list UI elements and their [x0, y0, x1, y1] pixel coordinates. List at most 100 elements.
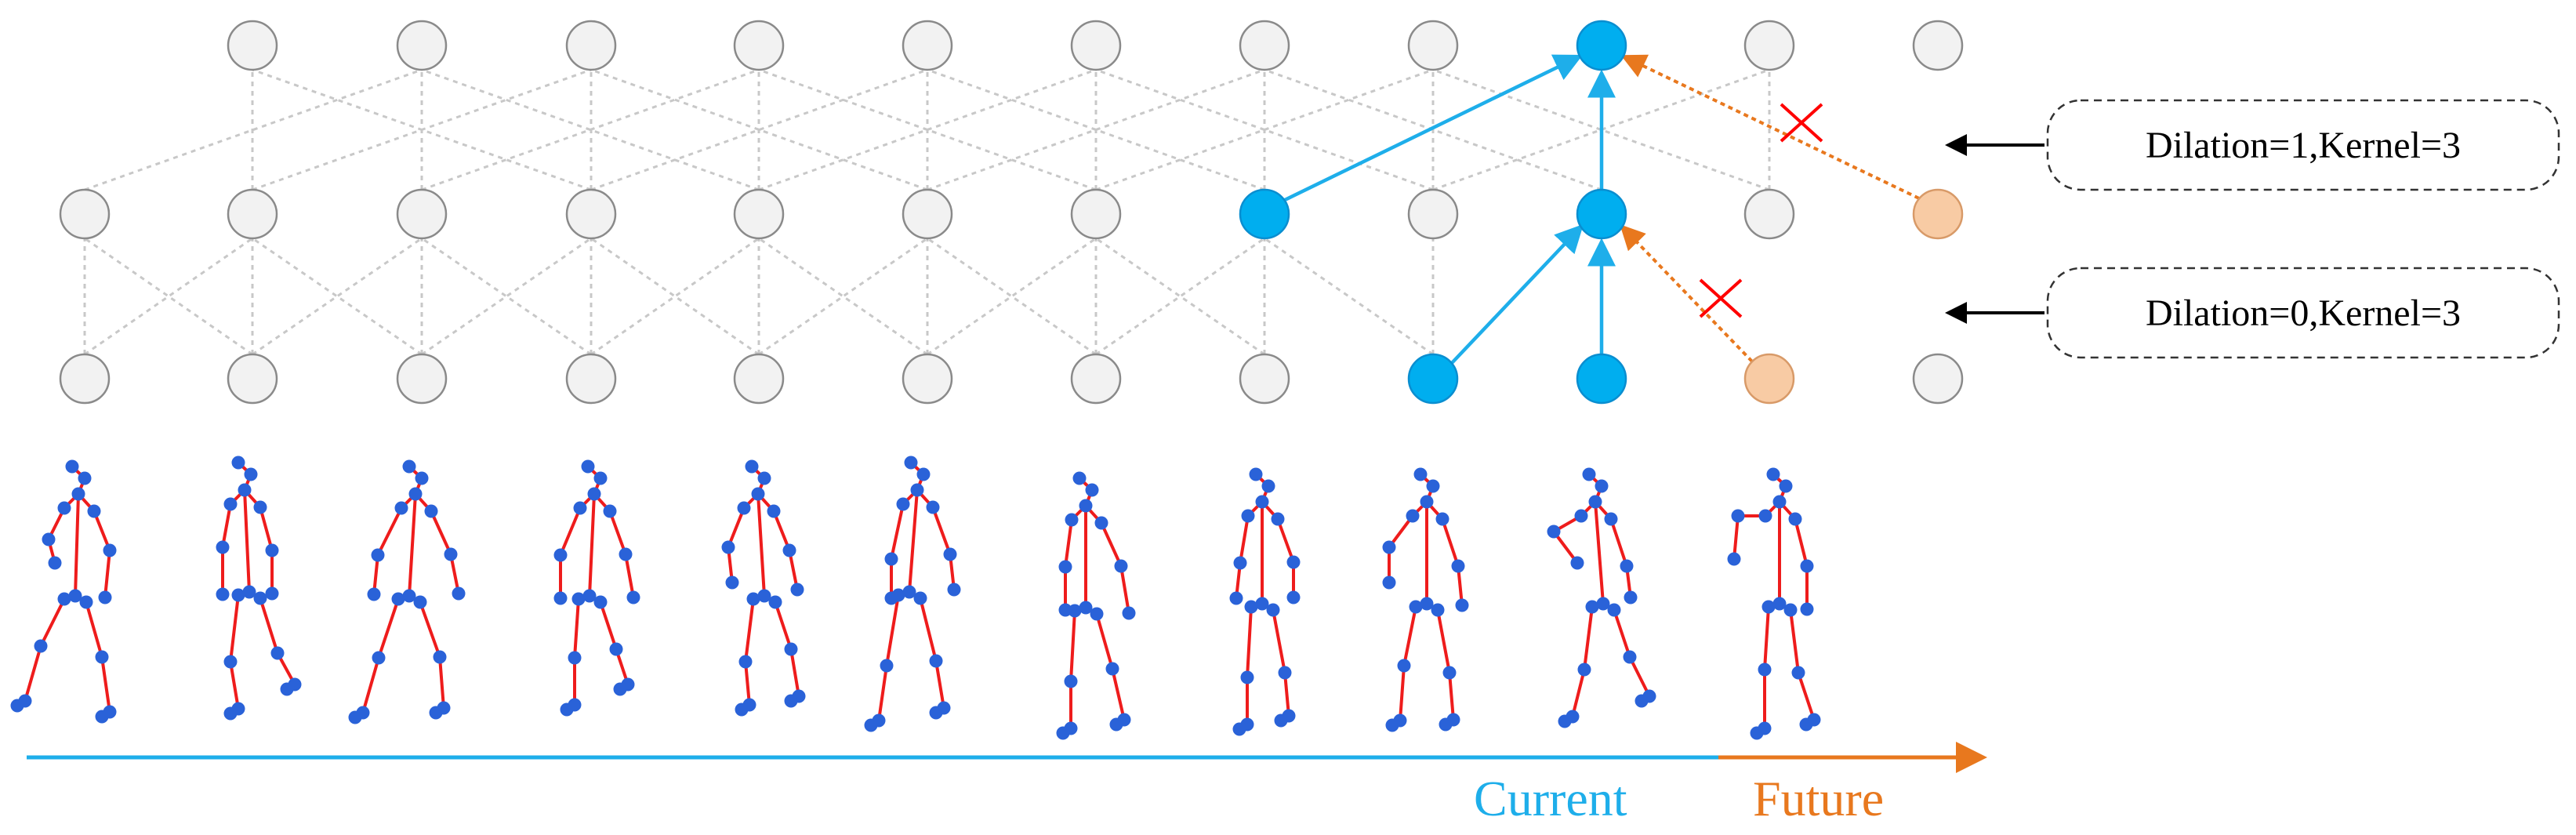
skeleton-joint: [433, 650, 447, 664]
active-node: [1576, 353, 1627, 405]
skeleton-joint: [1420, 597, 1434, 611]
skeleton-bone: [229, 660, 240, 710]
skeleton-joint: [1406, 509, 1420, 523]
skeleton-bone: [1441, 517, 1460, 568]
skeleton-joint: [1382, 540, 1396, 554]
skeleton-bone: [39, 597, 66, 648]
skeleton-joint: [253, 591, 267, 605]
connection-line: [421, 68, 760, 191]
node: [59, 188, 111, 240]
callout-upper-text: Dilation=1,Kernel=3: [2146, 125, 2461, 166]
skeleton-joint: [568, 651, 582, 665]
skeleton-joint: [1064, 674, 1078, 688]
skeleton-bone: [259, 506, 274, 552]
skeleton-joint: [1278, 666, 1292, 680]
skeleton-joint: [1766, 467, 1780, 481]
skeleton-joint: [913, 591, 927, 605]
skeleton-joint: [916, 467, 931, 481]
skeleton-joint: [767, 504, 781, 518]
node: [902, 188, 953, 240]
skeleton-joint: [929, 706, 943, 720]
node: [733, 353, 785, 405]
skeleton-joint: [1409, 600, 1423, 614]
skeleton-joint: [95, 710, 109, 724]
skeleton-joint: [1420, 495, 1434, 509]
skeleton-bone: [727, 506, 746, 549]
pose-skeleton: [721, 459, 806, 717]
skeleton-joint: [98, 590, 112, 604]
skeleton-joint: [1727, 552, 1741, 566]
skeleton-joint: [947, 583, 961, 597]
node: [1407, 20, 1459, 71]
skeleton-joint: [413, 595, 427, 609]
skeleton-joint: [238, 483, 252, 497]
connection-line: [252, 68, 592, 191]
skeleton-joint: [943, 547, 957, 561]
skeleton-joint: [1413, 467, 1428, 481]
future-node: [1912, 188, 1964, 240]
skeleton-joint: [1595, 479, 1609, 493]
skeleton-joint: [57, 592, 71, 606]
node: [1407, 188, 1459, 240]
skeleton-joint: [1114, 559, 1128, 573]
skeleton-bone: [243, 488, 251, 594]
skeleton-bone: [1594, 500, 1605, 605]
future-node: [1743, 353, 1795, 405]
skeleton-joint: [782, 543, 796, 557]
skeleton-bone: [919, 597, 938, 663]
skeleton-joint: [68, 589, 82, 603]
skeleton-joint: [223, 655, 238, 669]
skeleton-joint: [725, 575, 739, 590]
connection-line: [1095, 237, 1265, 356]
skeleton-bone: [624, 553, 635, 599]
skeleton-joint: [1547, 525, 1561, 539]
skeleton-bone: [1448, 671, 1455, 721]
blocked-upper-mark: [1780, 103, 1823, 143]
node: [59, 353, 111, 405]
timeline: Current Future: [27, 742, 1987, 826]
skeleton-joint: [231, 456, 245, 470]
future-connection: [1620, 54, 1920, 200]
skeleton-joint: [78, 471, 92, 485]
skeleton-joint: [444, 547, 458, 561]
skeleton-joint: [1624, 590, 1638, 604]
skeleton-joint: [1255, 495, 1269, 509]
skeleton-joint: [231, 588, 245, 602]
pose-skeleton: [1547, 467, 1656, 728]
skeleton-bone: [1283, 671, 1290, 717]
skeleton-joint: [1240, 670, 1254, 684]
skeleton-joint: [613, 682, 627, 696]
skeleton-joint: [1800, 559, 1814, 573]
skeleton-joint: [1122, 606, 1136, 620]
skeleton-joint: [1779, 479, 1793, 493]
skeleton-bone: [438, 655, 445, 710]
connection-line: [1264, 237, 1434, 356]
skeleton-joint: [452, 586, 466, 601]
skeleton-joint: [34, 639, 48, 653]
node: [1239, 353, 1290, 405]
skeleton-bone: [376, 506, 403, 557]
node: [1070, 353, 1122, 405]
skeleton-joint: [429, 706, 443, 720]
skeleton-joint: [424, 504, 438, 518]
skeleton-joint: [1799, 717, 1813, 732]
skeleton-joint: [626, 590, 640, 604]
skeleton-joint: [216, 540, 230, 554]
pose-skeleton: [348, 459, 466, 724]
skeleton-bone: [756, 492, 766, 597]
skeleton-joint: [571, 592, 586, 606]
node: [1070, 188, 1122, 240]
skeleton-joint: [593, 595, 608, 609]
skeleton-joint: [1800, 602, 1814, 616]
skeleton-bone: [774, 601, 793, 651]
skeleton-bone: [85, 601, 103, 659]
skeleton-joint: [270, 646, 285, 660]
skeleton-bone: [1246, 605, 1253, 679]
skeleton-bone: [1064, 518, 1073, 568]
pose-skeleton: [1382, 467, 1469, 732]
active-connections: [1284, 54, 1920, 365]
skeleton-joint: [1385, 718, 1399, 732]
pose-skeleton: [553, 459, 640, 717]
skeleton-bone: [430, 510, 452, 556]
skeleton-joint: [587, 487, 601, 501]
